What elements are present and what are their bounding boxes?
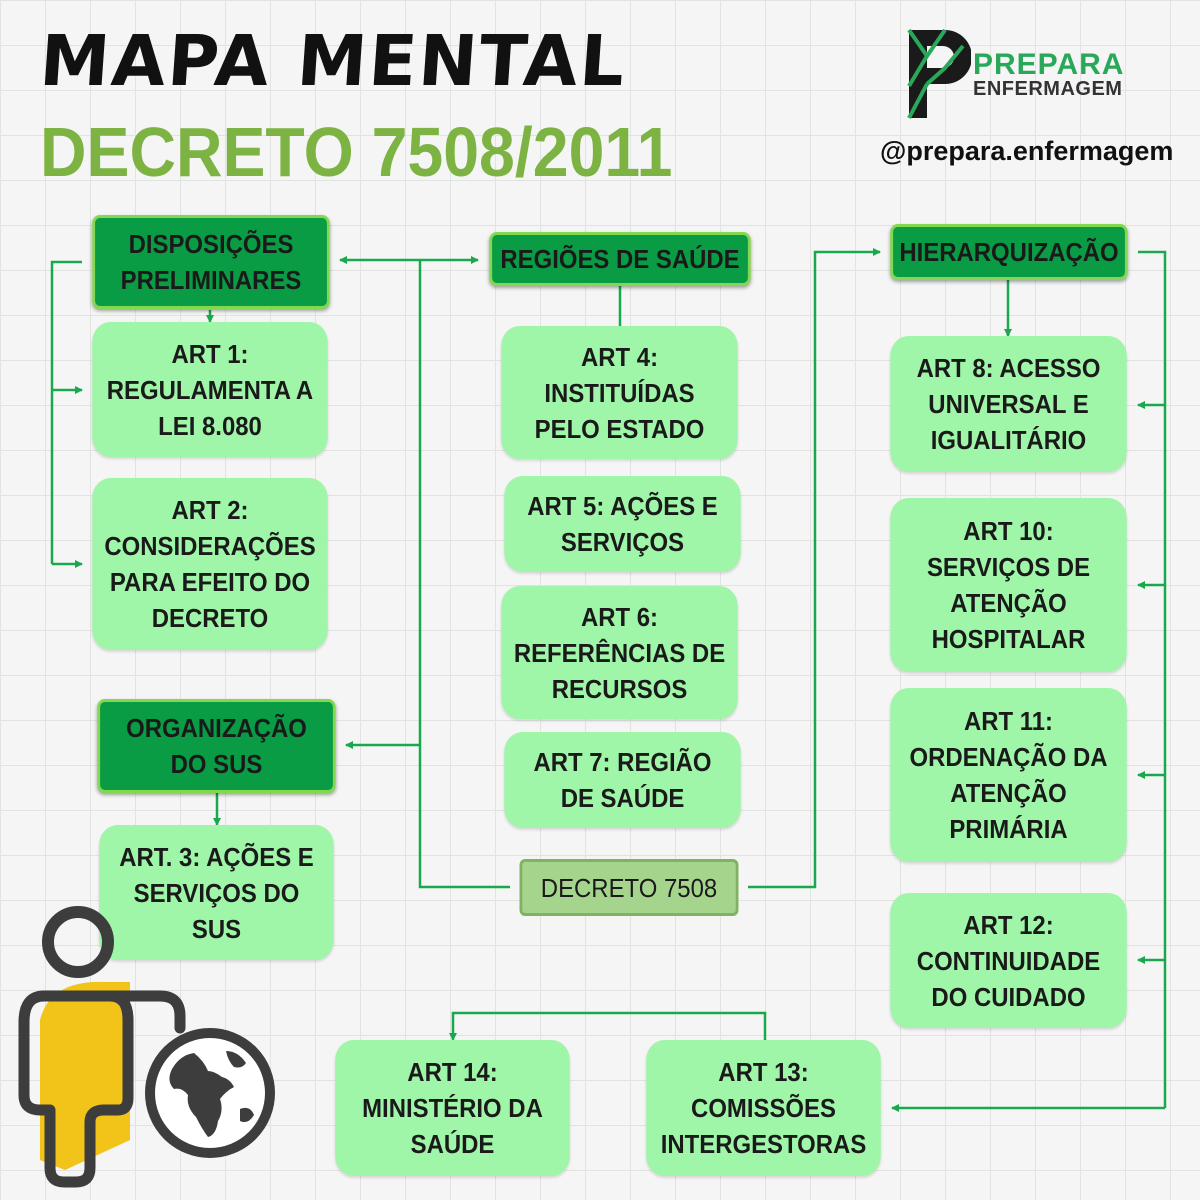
root-decreto-7508: DECRETO 7508	[519, 859, 739, 916]
connector-hier-right	[1138, 250, 1167, 1108]
article-3-box: ART. 3: AÇÕES E SERVIÇOS DO SUS	[99, 825, 334, 960]
article-2-box: ART 2: CONSIDERAÇÕES PARA EFEITO DO DECR…	[92, 478, 328, 650]
article-12-box: ART 12: CONTINUIDADE DO CUIDADO	[890, 893, 1127, 1028]
article-11-box: ART 11: ORDENAÇÃO DA ATENÇÃO PRIMÁRIA	[890, 688, 1127, 862]
connector-root-right	[748, 248, 881, 889]
article-1-box: ART 1: REGULAMENTA A LEI 8.080	[92, 322, 328, 457]
logo-text-prepara: PREPARA	[973, 48, 1125, 81]
article-13-box: ART 13: COMISSÕES INTERGESTORAS	[646, 1040, 881, 1176]
person-info-icon	[18, 906, 186, 1188]
connector-art13-art14	[449, 1011, 767, 1041]
brand-logo: PREPARA ENFERMAGEM	[905, 26, 1135, 122]
article-6-box: ART 6: REFERÊNCIAS DE RECURSOS	[501, 586, 738, 719]
section-regioes-de-saude: REGIÕES DE SAÚDE	[489, 232, 751, 286]
logo-p-icon	[907, 28, 971, 119]
connector-root-left	[418, 260, 510, 889]
person-globe-illustration	[10, 900, 290, 1190]
section-organizacao-do-sus: ORGANIZAÇÃO DO SUS	[97, 699, 336, 793]
article-10-box: ART 10: SERVIÇOS DE ATENÇÃO HOSPITALAR	[890, 498, 1127, 672]
article-14-box: ART 14: MINISTÉRIO DA SAÚDE	[335, 1040, 570, 1176]
article-7-box: ART 7: REGIÃO DE SAÚDE	[504, 732, 741, 828]
article-4-box: ART 4: INSTITUÍDAS PELO ESTADO	[501, 326, 738, 459]
connector-disp-left	[50, 260, 82, 564]
globe-icon	[145, 1028, 275, 1158]
article-8-box: ART 8: ACESSO UNIVERSAL E IGUALITÁRIO	[890, 336, 1127, 472]
logo-text-enfermagem: ENFERMAGEM	[973, 78, 1123, 100]
social-handle: @prepara.enfermagem	[880, 136, 1174, 166]
section-hierarquizacao: HIERARQUIZAÇÃO	[890, 224, 1128, 280]
page-subtitle: DECRETO 7508/2011	[40, 113, 673, 191]
article-5-box: ART 5: AÇÕES E SERVIÇOS	[504, 476, 741, 572]
section-disposicoes-preliminares: DISPOSIÇÕES PRELIMINARES	[92, 215, 330, 309]
